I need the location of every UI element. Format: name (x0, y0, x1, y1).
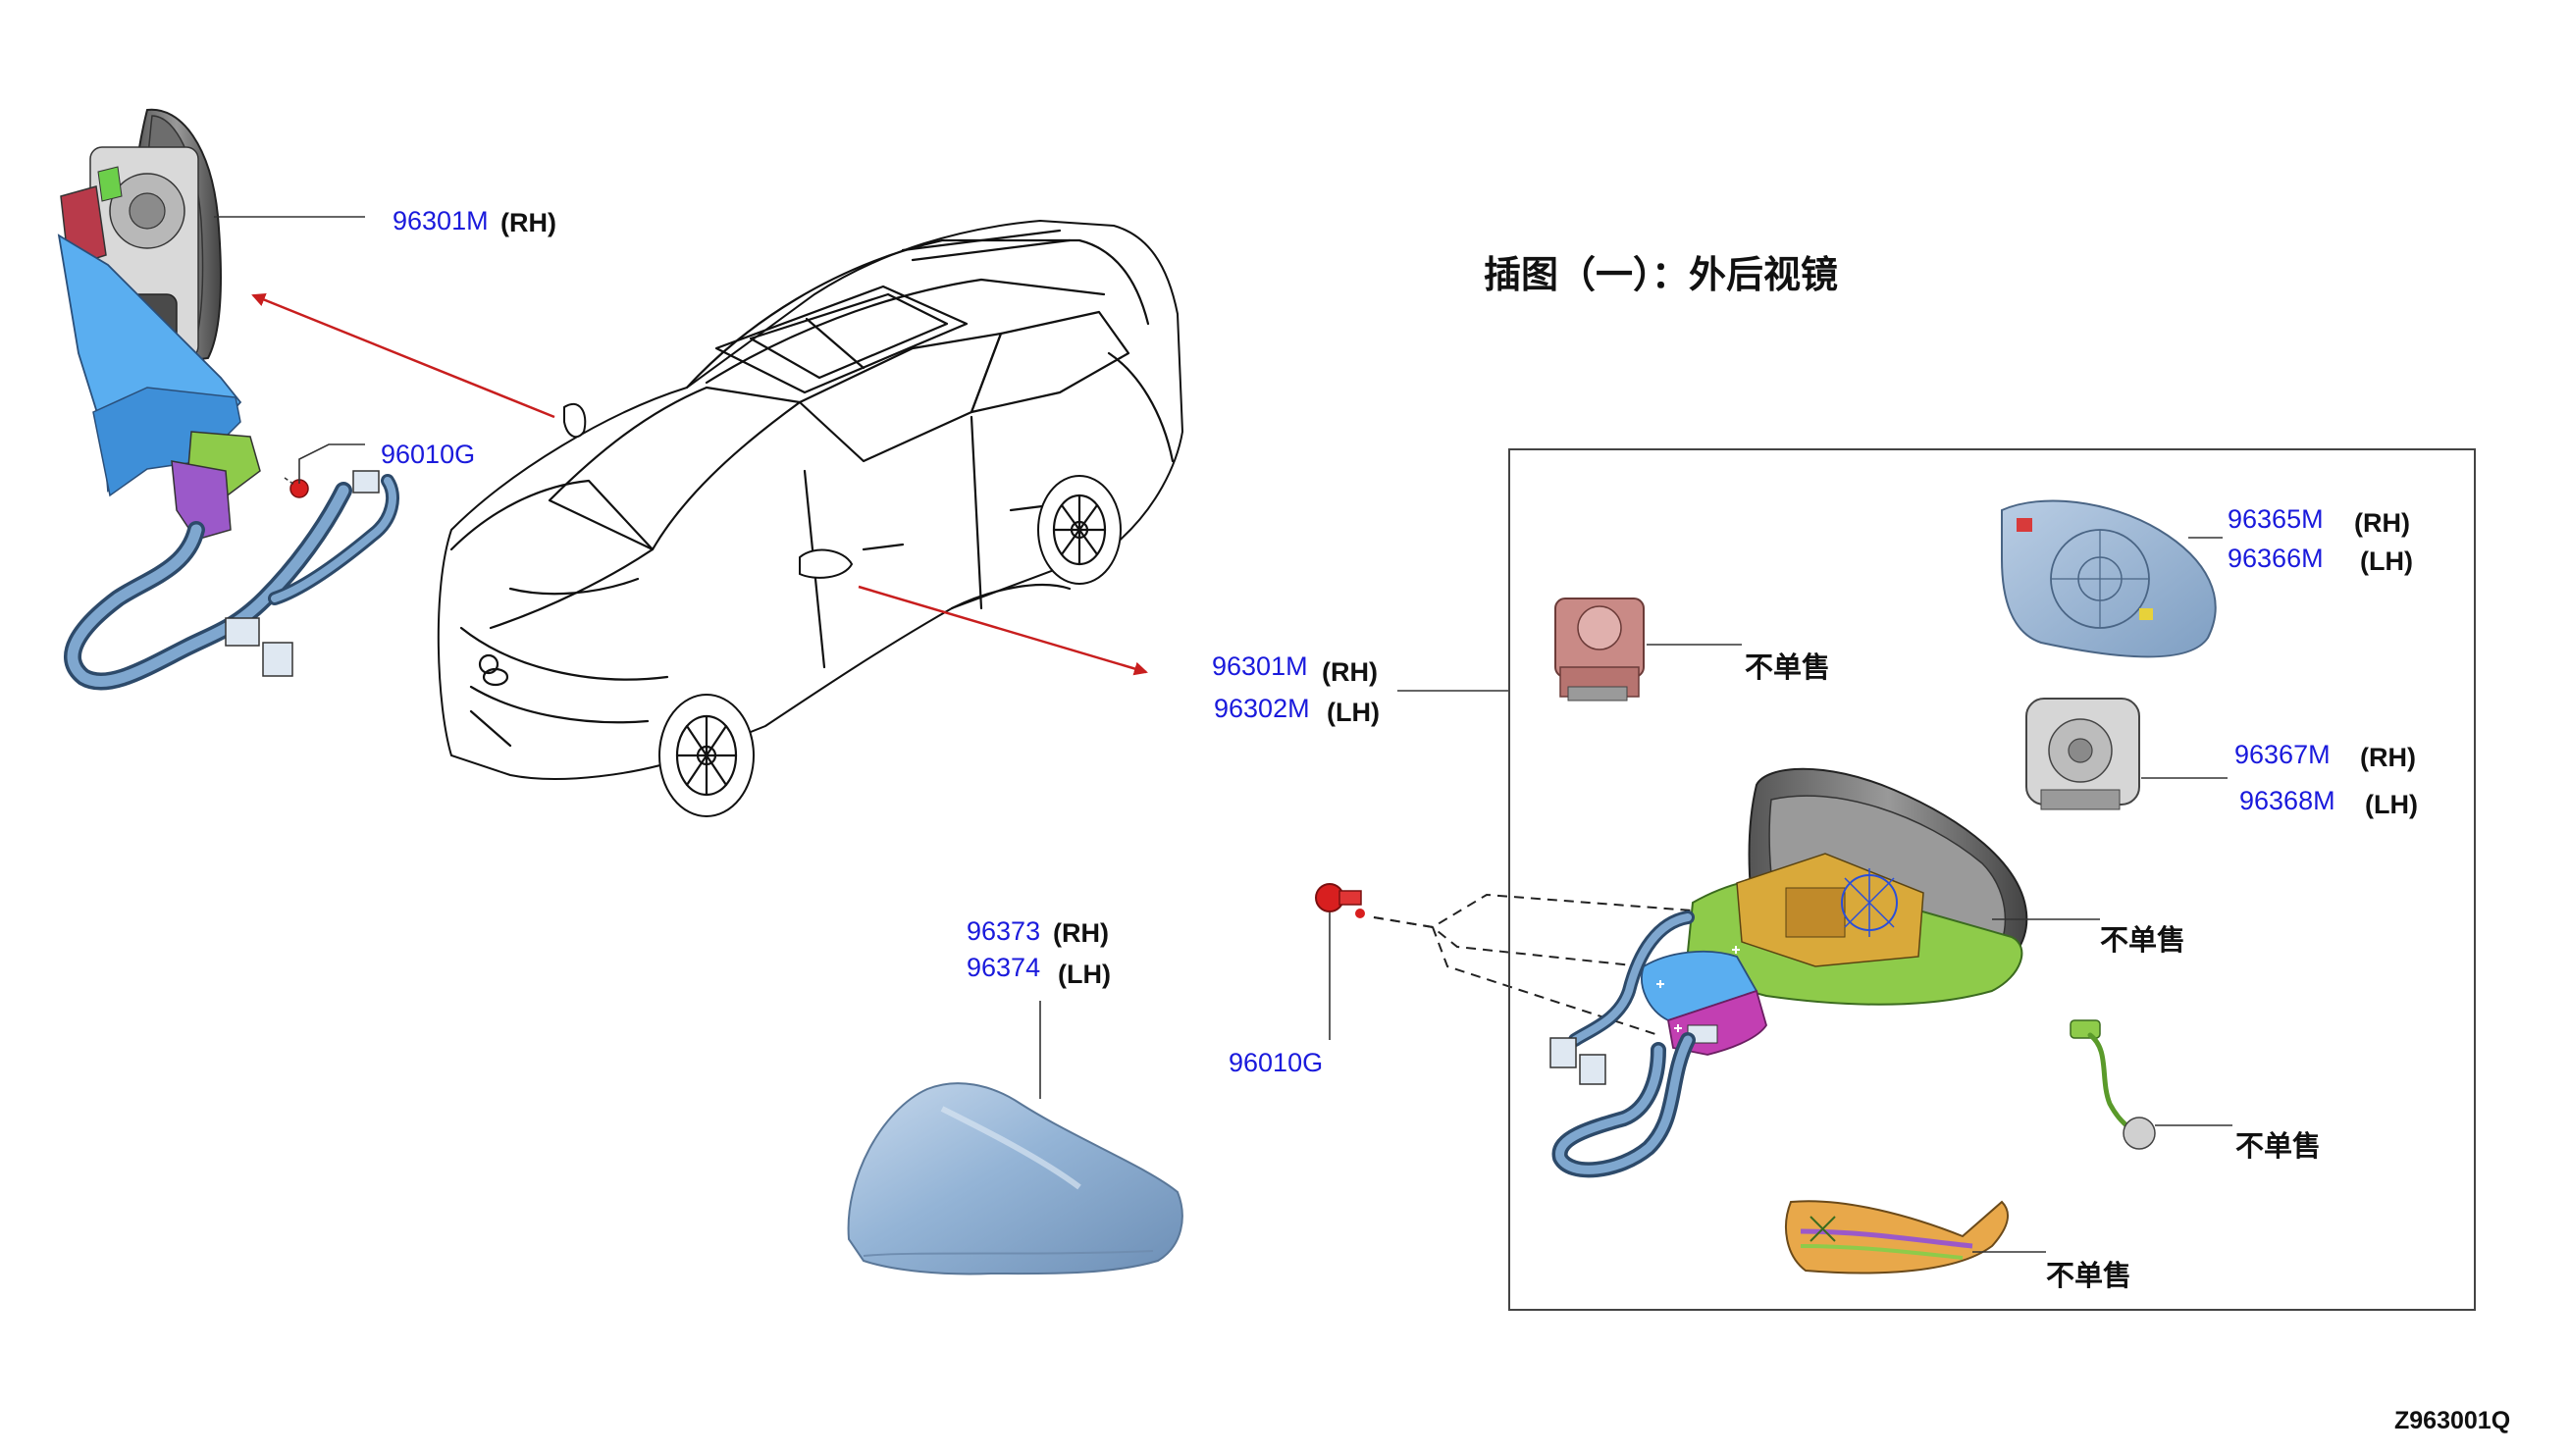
not-sold-label: 不单售 (1745, 651, 1830, 684)
not-sold-label: 不单售 (2235, 1130, 2321, 1163)
not-sold-label: 不单售 (2100, 924, 2185, 957)
callout-glass: 96365M (RH) 96366M (LH) (2228, 504, 2413, 576)
turn-signal-illustration (1785, 1200, 2009, 1274)
side-label: (RH) (1053, 918, 1109, 948)
callout-top-assembly: 96301M (RH) (393, 206, 556, 237)
fold-motor-illustration (1554, 598, 1645, 702)
figure-code: Z963001Q (2394, 1407, 2510, 1434)
detail-box (1508, 448, 2476, 1311)
arrow-to-top-assembly (251, 293, 555, 419)
side-label: (LH) (1058, 960, 1111, 989)
part-number: 96366M (2228, 544, 2324, 573)
actuator-illustration (2025, 698, 2140, 810)
part-number: 96365M (2228, 504, 2324, 534)
side-label: (RH) (2354, 508, 2410, 538)
mirror-cover-illustration (847, 1082, 1183, 1275)
side-label: (RH) (1322, 657, 1378, 687)
part-number: 96302M (1214, 694, 1310, 723)
part-number: 96368M (2239, 786, 2335, 815)
side-label: (LH) (2360, 546, 2413, 576)
callout-cover: 96373 (RH) 96374 (LH) (967, 916, 1111, 989)
side-label: (RH) (2360, 743, 2416, 772)
part-number-screw: 96010G (1229, 1048, 1323, 1077)
side-label: (RH) (500, 208, 556, 237)
arrow-to-detail-box (858, 585, 1148, 676)
side-label: (LH) (2365, 790, 2418, 819)
not-sold-label: 不单售 (2046, 1260, 2131, 1292)
part-number: 96374 (967, 953, 1040, 982)
diagram-title: 插图（一）：外后视镜 (1484, 255, 1838, 296)
mirror-glass-illustration (2001, 499, 2217, 658)
vehicle-illustration (437, 219, 1184, 817)
part-number: 96373 (967, 916, 1040, 946)
screw-illustration (1315, 883, 1365, 918)
part-number-top-screw: 96010G (381, 440, 475, 469)
callout-main-assembly: 96301M (RH) 96302M (LH) (1212, 651, 1380, 727)
top-mirror-assembly-illustration (57, 108, 399, 691)
part-number: 96301M (1212, 651, 1308, 681)
callout-actuator: 96367M (RH) 96368M (LH) (2234, 740, 2418, 819)
dashed-guide-lines (1373, 893, 1718, 1036)
leader-line (298, 443, 365, 484)
part-number: 96301M (393, 206, 489, 235)
puddle-lamp-illustration (2070, 1019, 2156, 1150)
mirror-housing-assembly-illustration (1549, 767, 2028, 1178)
side-label: (LH) (1327, 698, 1380, 727)
part-number: 96367M (2234, 740, 2331, 769)
